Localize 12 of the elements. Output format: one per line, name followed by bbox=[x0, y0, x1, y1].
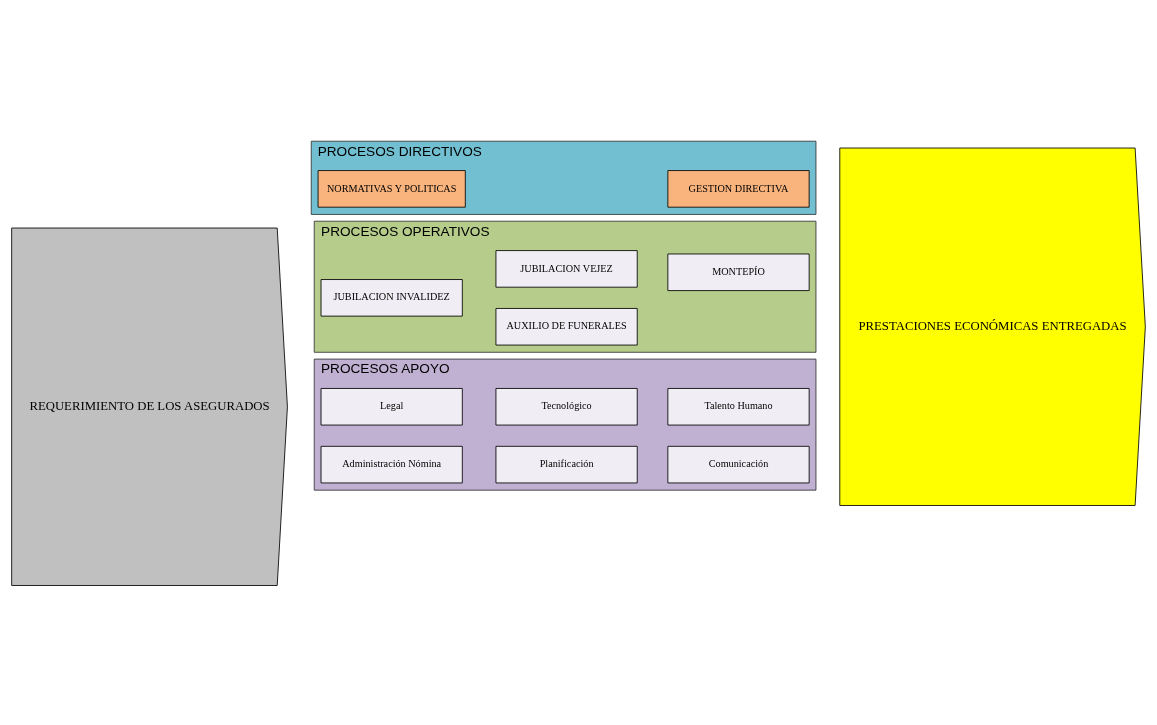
node-box: JUBILACION VEJEZ bbox=[495, 250, 638, 288]
node-box: Comunicación bbox=[667, 445, 810, 484]
node-box: AUXILIO DE FUNERALES bbox=[495, 308, 638, 346]
node-box: Legal bbox=[320, 388, 463, 426]
node-box: GESTION DIRECTIVA bbox=[667, 170, 810, 208]
node-box: Administración Nómina bbox=[320, 445, 463, 484]
node-box: Tecnológico bbox=[495, 388, 638, 426]
node-box: Talento Humano bbox=[667, 388, 810, 426]
node-box: MONTEPÍO bbox=[667, 253, 810, 291]
node-box: Planificación bbox=[495, 445, 638, 484]
node-box: JUBILACION INVALIDEZ bbox=[320, 279, 463, 317]
node-box: NORMATIVAS Y POLITICAS bbox=[317, 170, 466, 208]
